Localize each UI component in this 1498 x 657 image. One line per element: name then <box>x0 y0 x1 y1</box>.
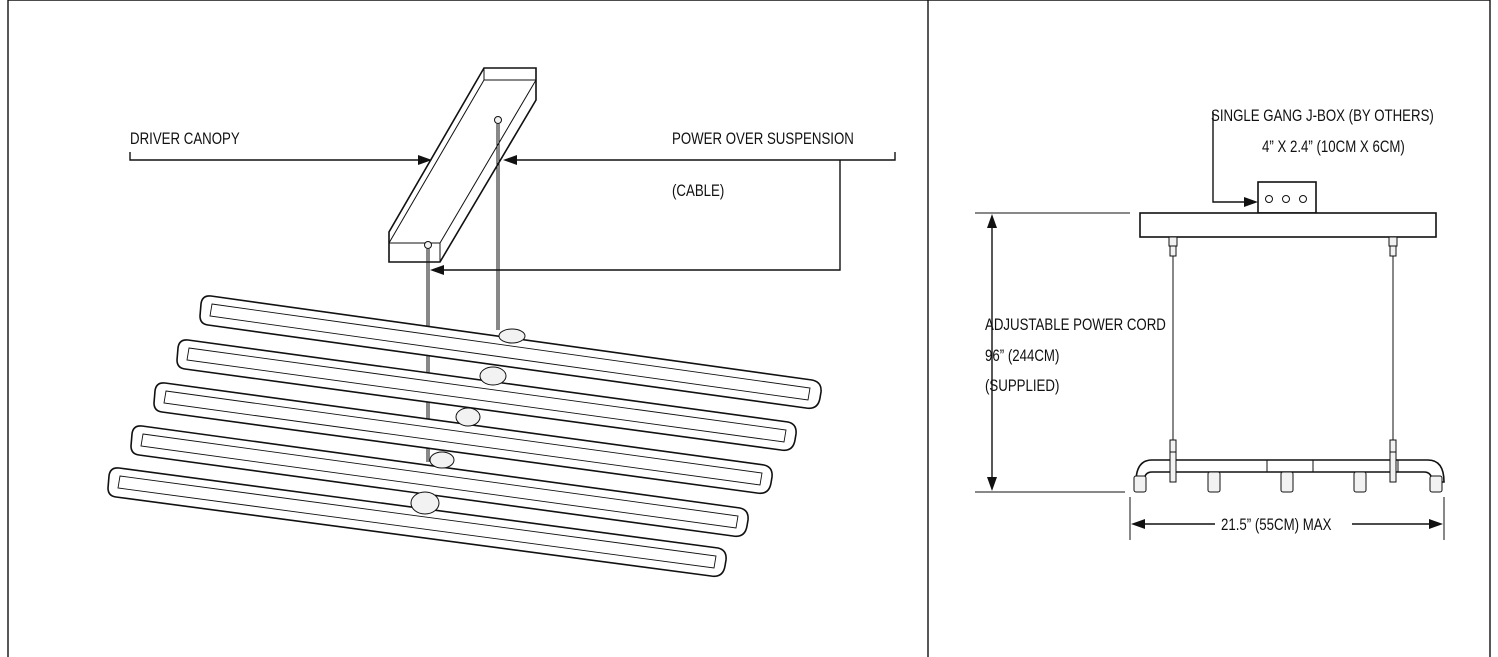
light-bar-2 <box>176 339 797 452</box>
elevation-view: SINGLE GANG J-BOX (BY OTHERS) 4” X 2.4” … <box>975 107 1445 540</box>
power-over-suspension-label: POWER OVER SUSPENSION <box>672 130 854 149</box>
power-suspension-leaders <box>430 152 896 275</box>
height-dimension <box>975 212 1130 493</box>
j-box-label: SINGLE GANG J-BOX (BY OTHERS) <box>1211 107 1434 126</box>
power-cord-label: ADJUSTABLE POWER CORD <box>985 316 1166 335</box>
fixture-elevation <box>1133 451 1445 493</box>
j-box-size-label: 4” X 2.4” (10CM X 6CM) <box>1262 138 1405 157</box>
driver-canopy <box>388 67 537 263</box>
driver-canopy-label: DRIVER CANOPY <box>130 130 240 149</box>
light-bar-1 <box>199 295 822 410</box>
drawing-frame <box>7 0 1491 657</box>
light-bar-3 <box>153 382 773 495</box>
supplied-label: (SUPPLIED) <box>985 377 1059 396</box>
power-cord-length-label: 96” (244CM) <box>985 347 1059 366</box>
light-bar-5 <box>107 467 727 578</box>
power-cords <box>1169 256 1397 453</box>
width-dimension <box>1129 497 1445 540</box>
cable-label: (CABLE) <box>672 182 724 201</box>
light-bar-4 <box>130 425 749 538</box>
j-box <box>1257 181 1317 214</box>
light-bars <box>107 295 822 578</box>
width-label: 21.5” (55CM) MAX <box>1221 516 1331 535</box>
driver-canopy-leader <box>129 152 432 165</box>
canopy-elevation <box>1139 212 1437 257</box>
isometric-view: DRIVER CANOPY POWER OVER SUSPENSION (CAB… <box>107 67 896 578</box>
j-box-leader <box>1212 112 1258 207</box>
